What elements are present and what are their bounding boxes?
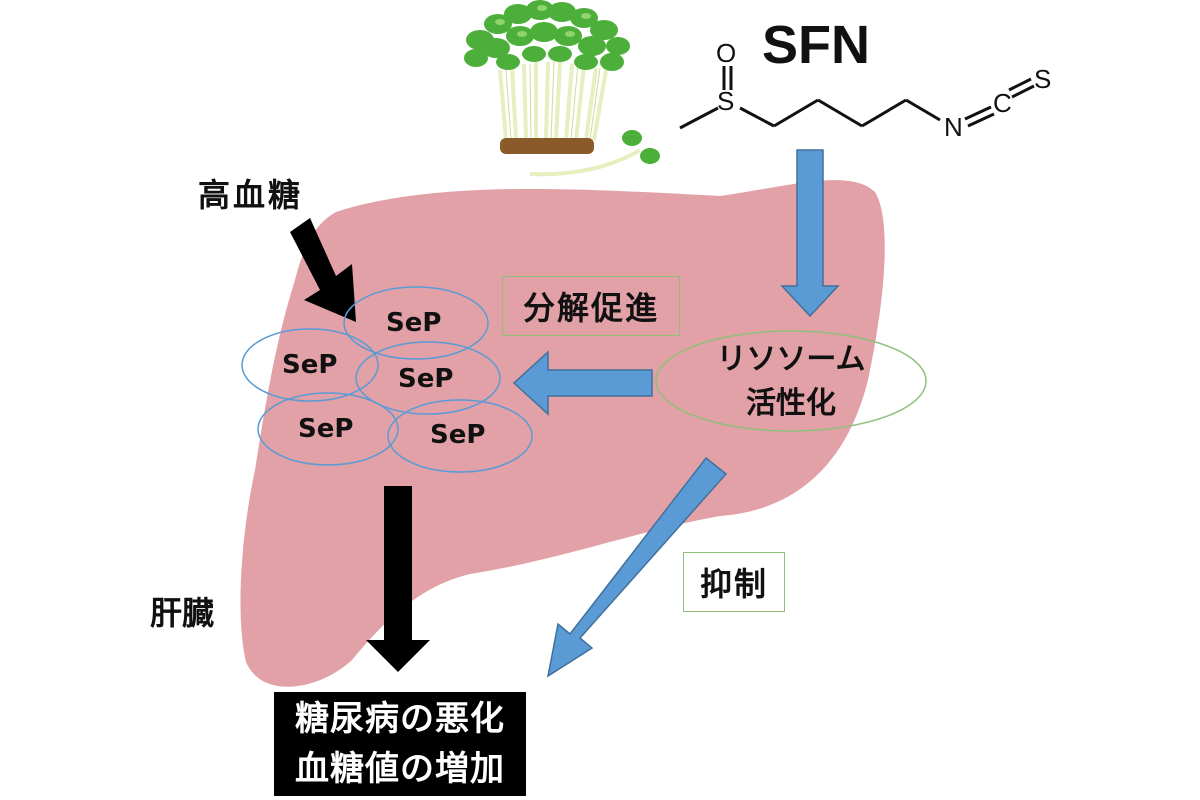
outcome-box: 糖尿病の悪化 血糖値の増加 (274, 692, 526, 796)
blue-arrow-left (512, 350, 653, 416)
sep-ellipse (387, 399, 533, 473)
sep-label: SeP (398, 364, 454, 394)
sep-label: SeP (386, 308, 442, 338)
hyperglycemia-label: 高血糖 (198, 176, 304, 214)
atom-oxygen: O (716, 38, 736, 68)
inhibition-box: 抑制 (683, 552, 785, 612)
compound-title: SFN (762, 15, 870, 75)
broccoli-sprout-icon (464, 0, 660, 177)
lysosome-activation-label: リソソーム 活性化 (656, 338, 926, 426)
lysosome-ellipse (655, 330, 927, 432)
degradation-promotion-box: 分解促進 (502, 276, 680, 336)
blue-arrow-diagonal (546, 456, 728, 678)
sep-label: SeP (282, 350, 338, 380)
outcome-line2: 血糖値の増加 (295, 749, 505, 789)
lysosome-line2: 活性化 (746, 386, 836, 421)
atom-nitrogen: N (944, 112, 963, 142)
sep-label: SeP (298, 414, 354, 444)
lysosome-line1: リソソーム (716, 342, 866, 377)
sep-ellipse (257, 392, 399, 466)
outcome-line1: 糖尿病の悪化 (295, 699, 505, 739)
inhibition-label: 抑制 (699, 565, 768, 603)
atom-carbon: C (993, 88, 1012, 118)
sep-ellipse (343, 286, 489, 360)
atom-sulfur: S (717, 86, 734, 116)
sep-label: SeP (430, 420, 486, 450)
liver-label: 肝臓 (150, 594, 215, 632)
degradation-promotion-label: 分解促進 (522, 289, 659, 327)
sep-cluster (241, 286, 533, 473)
black-arrow-down (366, 486, 430, 672)
sfn-structure-icon (679, 66, 1035, 130)
sfn-atom-labels: O S N C S (716, 38, 1051, 142)
black-arrow-diagonal (290, 218, 356, 322)
atom-terminal-sulfur: S (1034, 64, 1051, 94)
sep-ellipse (355, 341, 501, 415)
blue-arrow-down (780, 149, 840, 318)
sep-ellipse (241, 328, 379, 402)
